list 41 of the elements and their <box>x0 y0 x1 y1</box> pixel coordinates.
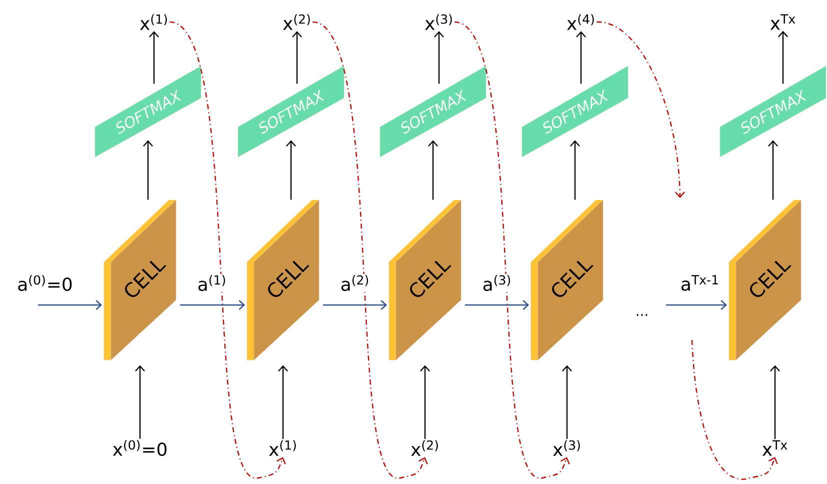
arrow <box>570 140 580 200</box>
feedback-arrow <box>169 21 286 479</box>
edge-label: a$^{(1)}$ <box>196 274 228 292</box>
input-label: x$^{(0)}$=0 <box>112 440 166 456</box>
arrow <box>465 300 529 310</box>
output-label: x$^{(2)}$ <box>283 14 310 30</box>
output-label: x$^{Tx}$ <box>770 14 796 30</box>
arrow <box>278 365 288 439</box>
arrow <box>149 31 159 84</box>
arrow <box>768 140 778 200</box>
arrow <box>562 365 572 439</box>
output-label: x$^{(4)}$ <box>567 14 594 30</box>
feedback-arrow <box>312 21 428 479</box>
ellipsis: ... <box>636 314 648 316</box>
edge-label: a$^{(3)}$ <box>481 274 513 292</box>
input-label: x$^{(3)}$ <box>553 440 580 456</box>
input-label: x$^{(1)}$ <box>269 440 296 456</box>
arrow <box>292 31 302 84</box>
input-label: x$^{Tx}$ <box>762 440 788 456</box>
arrow <box>576 31 586 84</box>
arrow <box>778 30 788 84</box>
feedback-arrow <box>454 21 570 479</box>
arrow <box>770 365 780 440</box>
arrow <box>323 300 387 310</box>
arrow <box>420 365 430 439</box>
arrow <box>434 31 444 84</box>
arrow <box>666 300 727 310</box>
arrow <box>428 140 438 200</box>
output-label: x$^{(1)}$ <box>140 14 167 30</box>
output-label: x$^{(3)}$ <box>425 14 452 30</box>
edge-label: a$^{(2)}$ <box>339 274 371 292</box>
edge-label: a$^{Tx-1}$ <box>679 274 721 292</box>
arrow <box>38 300 102 310</box>
arrow <box>180 300 245 310</box>
input-label: x$^{(2)}$ <box>411 440 438 456</box>
arrow <box>143 140 153 200</box>
arrow <box>286 140 296 200</box>
feedback-arrow <box>691 340 778 480</box>
feedback-arrow <box>596 21 685 198</box>
arrow <box>135 365 145 439</box>
edge-label: a$^{(0)}$=0 <box>16 274 74 292</box>
